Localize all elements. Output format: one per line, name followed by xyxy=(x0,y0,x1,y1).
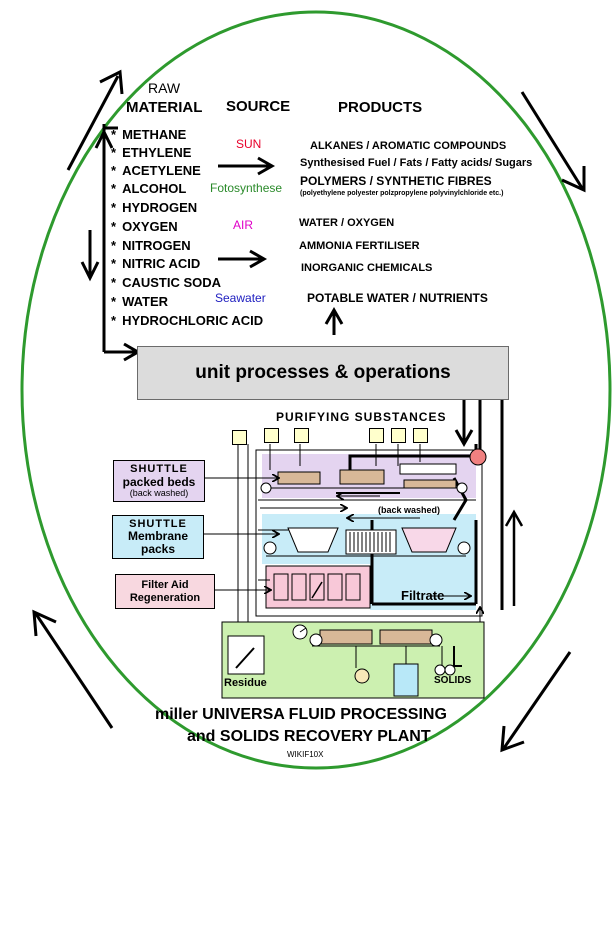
cycle-arrow-bottom-right xyxy=(500,651,572,753)
raw-material-item: * HYDROCHLORIC ACID xyxy=(111,313,263,328)
source-fotosynthese: Fotosynthese xyxy=(210,181,283,195)
plant-title-line1: miller UNIVERSA FLUID PROCESSING xyxy=(155,706,447,723)
product-ammonia: AMMONIA FERTILISER xyxy=(299,240,420,252)
label-connectors xyxy=(204,478,480,622)
purifying-hopper xyxy=(369,428,384,443)
shuttle-beds-line1: SHUTTLE xyxy=(130,463,188,476)
raw-material-label: ALCOHOL xyxy=(122,181,187,196)
material-header: MATERIAL xyxy=(126,99,203,116)
bullet-asterisk: * xyxy=(111,200,117,215)
bullet-asterisk: * xyxy=(111,275,117,290)
bullet-asterisk: * xyxy=(111,145,117,160)
raw-material-item: * ETHYLENE xyxy=(111,145,191,160)
plant-code: WIKIF10X xyxy=(287,750,324,759)
filter-aid-line2: Regeneration xyxy=(129,591,201,604)
residue-label: Residue xyxy=(224,677,267,689)
source-header: SOURCE xyxy=(226,98,291,115)
raw-material-item: * METHANE xyxy=(111,127,186,142)
product-water-oxygen: WATER / OXYGEN xyxy=(299,217,395,229)
purifying-substances-label: PURIFYING SUBSTANCES xyxy=(276,410,447,424)
bullet-asterisk: * xyxy=(111,238,117,253)
product-fuels: Synthesised Fuel / Fats / Fatty acids/ S… xyxy=(300,157,533,169)
raw-material-item: * CAUSTIC SODA xyxy=(111,275,221,290)
back-washed-label: (back washed) xyxy=(378,505,441,515)
filtrate-up-arrow xyxy=(504,509,524,606)
solids-recovery-units xyxy=(227,624,462,697)
raw-material-item: * ALCOHOL xyxy=(111,181,186,196)
purifying-hopper xyxy=(413,428,428,443)
raw-material-label: WATER xyxy=(122,294,169,309)
source-seawater: Seawater xyxy=(215,291,266,305)
arrow-nitric-products xyxy=(218,249,268,269)
shuttle-packed-beds-label: SHUTTLE packed beds (back washed) xyxy=(113,460,205,502)
products-header: PRODUCTS xyxy=(338,99,423,116)
product-polymers: POLYMERS / SYNTHETIC FIBRES xyxy=(300,174,492,188)
cycle-arrow-bottom-left xyxy=(32,609,114,729)
purifying-hopper xyxy=(391,428,406,443)
bullet-asterisk: * xyxy=(111,163,117,178)
bullet-asterisk: * xyxy=(111,127,117,142)
purifying-hopper xyxy=(232,430,247,445)
arrow-sun-products xyxy=(218,156,276,176)
filter-aid-line1: Filter Aid xyxy=(141,579,189,592)
raw-material-item: * WATER xyxy=(111,294,168,309)
shuttle-membrane-line2: Membrane xyxy=(127,528,189,543)
raw-label: RAW xyxy=(148,80,181,96)
bullet-asterisk: * xyxy=(111,181,117,196)
bullet-asterisk: * xyxy=(111,294,117,309)
unit-outflow-line xyxy=(454,398,504,610)
raw-material-item: * HYDROGEN xyxy=(111,200,197,215)
purifying-hopper xyxy=(294,428,309,443)
bullet-asterisk: * xyxy=(111,256,117,271)
product-polymer-types: (polyethylene polyester polzpropylene po… xyxy=(300,190,504,197)
raw-material-label: METHANE xyxy=(122,127,187,142)
purifying-hopper xyxy=(264,428,279,443)
raw-material-label: ACETYLENE xyxy=(122,163,201,178)
source-air: AIR xyxy=(233,218,254,232)
raw-material-label: CAUSTIC SODA xyxy=(122,275,222,290)
shuttle-membrane-line3: packs xyxy=(140,542,176,557)
process-cycle-ellipse xyxy=(20,10,612,770)
packed-bed-units xyxy=(260,463,468,494)
bullet-asterisk: * xyxy=(111,313,117,328)
raw-material-item: * NITROGEN xyxy=(111,238,191,253)
raw-material-label: OXYGEN xyxy=(122,219,178,234)
shuttle-beds-line2: packed beds xyxy=(122,474,196,489)
source-sun: SUN xyxy=(236,137,262,151)
filtrate-label: Filtrate xyxy=(401,588,445,603)
product-potable-water: POTABLE WATER / NUTRIENTS xyxy=(307,291,488,305)
solids-label: SOLIDS xyxy=(434,675,472,686)
membrane-pack-units xyxy=(263,527,471,557)
raw-material-item: * NITRIC ACID xyxy=(111,256,200,271)
raw-material-label: ETHYLENE xyxy=(122,145,192,160)
cycle-arrow-top-left xyxy=(66,69,124,171)
bullet-asterisk: * xyxy=(111,219,117,234)
arrow-up-products xyxy=(324,306,344,335)
raw-material-item: * ACETYLENE xyxy=(111,163,201,178)
cycle-arrow-top-right xyxy=(520,91,586,193)
raw-material-label: HYDROGEN xyxy=(122,200,198,215)
raw-material-label: NITROGEN xyxy=(122,238,191,253)
raw-material-label: NITRIC ACID xyxy=(122,256,201,271)
filtrate-zone xyxy=(370,564,476,610)
raw-material-item: * OXYGEN xyxy=(111,219,178,234)
product-alkanes: ALKANES / AROMATIC COMPOUNDS xyxy=(310,140,507,152)
shuttle-membrane-label: SHUTTLE Membrane packs xyxy=(112,515,204,559)
plant-piping xyxy=(237,444,483,622)
unit-processes-box: unit processes & operations xyxy=(137,346,509,400)
regeneration-cells xyxy=(273,573,361,601)
plant-title-line2: and SOLIDS RECOVERY PLANT xyxy=(187,728,431,745)
raw-material-label: HYDROCHLORIC ACID xyxy=(122,313,264,328)
shuttle-beds-line3: (back washed) xyxy=(129,487,189,498)
shuttle-membrane-line1: SHUTTLE xyxy=(129,517,187,530)
product-inorganic: INORGANIC CHEMICALS xyxy=(301,262,433,274)
filter-aid-regeneration-label: Filter Aid Regeneration xyxy=(115,574,215,609)
pump xyxy=(469,448,487,466)
